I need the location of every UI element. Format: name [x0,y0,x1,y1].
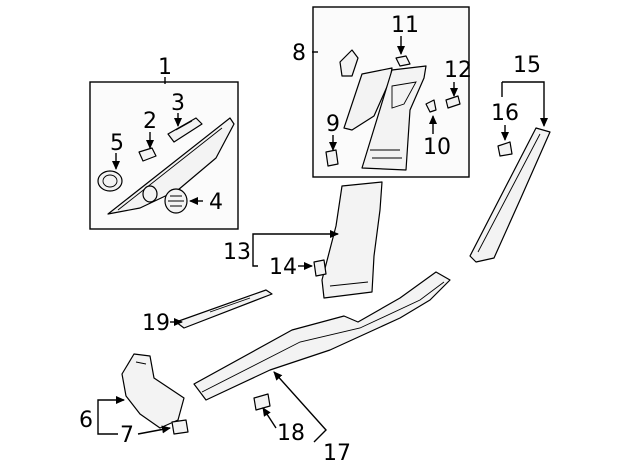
callout-6: 6 [79,408,93,433]
callout-7: 7 [120,423,134,448]
tweeter-speaker [97,170,123,192]
clip-18 [253,393,271,411]
clip-11 [395,55,411,67]
callout-17: 17 [323,441,351,466]
callout-1: 1 [158,55,172,80]
hook-8 [339,49,359,77]
c-pillar-trim [469,127,551,263]
screw-10 [425,99,437,113]
grille-4 [164,188,188,214]
kick-panel [121,353,185,429]
callout-18: 18 [277,421,305,446]
clip-2 [138,147,157,162]
clip-9 [325,149,339,167]
scuff-plate [175,289,273,329]
bracket-3 [167,117,203,143]
callout-2: 2 [143,109,157,134]
b-pillar-lower-trim [321,181,383,299]
a-pillar-trim [107,117,235,215]
b-pillar-upper-trim [343,65,427,171]
callout-16: 16 [491,101,519,126]
clip-12 [445,95,461,109]
clip-7 [171,419,189,435]
callout-4: 4 [209,190,223,215]
clip-14 [313,259,327,277]
callout-14: 14 [269,255,297,280]
callout-13: 13 [223,240,251,265]
clip-16 [497,141,513,157]
callout-9: 9 [326,112,340,137]
callout-19: 19 [142,311,170,336]
callout-8: 8 [292,41,306,66]
callout-12: 12 [444,58,472,83]
sill-trim [193,271,451,401]
callout-11: 11 [391,13,419,38]
callout-3: 3 [171,91,185,116]
callout-15: 15 [513,53,541,78]
callout-10: 10 [423,135,451,160]
callout-5: 5 [110,131,124,156]
